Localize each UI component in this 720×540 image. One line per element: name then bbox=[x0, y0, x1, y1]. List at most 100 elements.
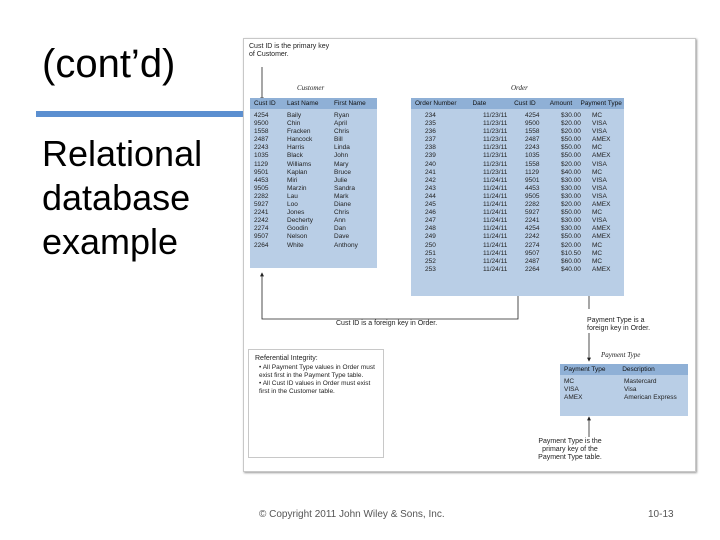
customer-table-cell: 4254 bbox=[254, 112, 269, 119]
customer-table-cell: 1558 bbox=[254, 128, 269, 136]
cust-pk-note: Cust ID is the primary key of Customer. bbox=[249, 43, 330, 58]
order-table-cell: $30.00 bbox=[561, 176, 581, 184]
customer-table-cell: Mark bbox=[334, 192, 349, 200]
referential-integrity-rule: • All Cust ID values in Order must exist… bbox=[259, 380, 371, 395]
order-table-cell: $50.00 bbox=[561, 144, 581, 152]
order-table-cell: 242 bbox=[425, 176, 436, 184]
order-table-cell: 252 bbox=[425, 257, 436, 265]
order-table-cell: 9501 bbox=[525, 176, 540, 184]
order-table-cell: 247 bbox=[425, 217, 436, 225]
order-table-cell: AMEX bbox=[592, 201, 611, 209]
customer-table-cell: Bruce bbox=[334, 168, 351, 176]
order-table-cell: 1558 bbox=[525, 160, 540, 168]
customer-table-cell: 9505 bbox=[254, 184, 269, 192]
order-table-cell: AMEX bbox=[592, 136, 611, 144]
order-col-cust-id: Cust ID bbox=[514, 100, 536, 107]
payment-table-cell: VISA bbox=[564, 386, 579, 394]
customer-table-cell: Nelson bbox=[287, 233, 308, 241]
payment-table-cell: Visa bbox=[624, 386, 637, 394]
cust-fk-arrow bbox=[260, 272, 519, 320]
order-table-cell: 5927 bbox=[525, 209, 540, 217]
order-table-cell: 4453 bbox=[525, 184, 540, 192]
order-table-cell: 1035 bbox=[525, 152, 540, 160]
customer-table-cell: Mary bbox=[334, 160, 349, 168]
customer-table-cell: Decherty bbox=[287, 217, 314, 225]
order-table-cell: 238 bbox=[425, 144, 436, 152]
order-table-cell: $40.00 bbox=[561, 168, 581, 176]
order-col-payment-type: Payment Type bbox=[580, 100, 622, 107]
referential-integrity-list: • All Payment Type values in Order must … bbox=[259, 364, 379, 396]
customer-table-cell: 1035 bbox=[254, 152, 269, 160]
order-table-cell: 11/24/11 bbox=[483, 184, 508, 192]
page-number: 10-13 bbox=[648, 509, 674, 520]
order-table-cell: 11/23/11 bbox=[483, 152, 508, 160]
order-table-cell: VISA bbox=[592, 160, 607, 168]
customer-table-cell: Linda bbox=[334, 144, 350, 152]
order-col-date: Date bbox=[472, 100, 487, 107]
order-table-cell: 240 bbox=[425, 160, 436, 168]
order-table: Order Number Date Cust ID Amount Payment… bbox=[411, 98, 624, 296]
order-table-cell: AMEX bbox=[592, 152, 611, 160]
order-table-cell: $30.00 bbox=[561, 112, 581, 119]
customer-table-cell: 2264 bbox=[254, 241, 269, 249]
order-table-cell: 235 bbox=[425, 120, 436, 128]
order-table-cell: MC bbox=[592, 257, 603, 265]
customer-table-cell: Williams bbox=[287, 160, 312, 168]
customer-table-cell: 9500 bbox=[254, 120, 269, 128]
order-table-caption: Order bbox=[511, 84, 528, 92]
order-table-cell: 2487 bbox=[525, 257, 540, 265]
customer-table-cell: April bbox=[334, 120, 348, 128]
customer-table-cell: 5927 bbox=[254, 201, 269, 209]
order-table-cell: 11/23/11 bbox=[483, 128, 508, 136]
pay-pk-note: Payment Type is the primary key of the P… bbox=[538, 438, 602, 461]
customer-table-cell: Dan bbox=[334, 225, 346, 233]
order-table-cell: 1558 bbox=[525, 128, 540, 136]
order-table-cell: 11/24/11 bbox=[483, 217, 508, 225]
customer-table-cell: Loo bbox=[287, 201, 298, 209]
payment-table-cell: American Express bbox=[624, 394, 677, 402]
slide-title: (cont’d) bbox=[42, 42, 176, 86]
order-table-cell: VISA bbox=[592, 192, 607, 200]
order-table-cell: 11/24/11 bbox=[483, 265, 508, 273]
order-table-cell: 4254 bbox=[525, 225, 540, 233]
customer-table-cell: Chris bbox=[334, 209, 350, 217]
order-table-cell: 11/23/11 bbox=[483, 120, 508, 128]
order-table-cell: 241 bbox=[425, 168, 436, 176]
customer-table-cell: Miri bbox=[287, 176, 298, 184]
order-table-cell: AMEX bbox=[592, 265, 611, 273]
referential-integrity-box: Referential Integrity: • All Payment Typ… bbox=[248, 349, 384, 458]
payment-table-header: Payment Type Description bbox=[560, 364, 688, 375]
order-table-cell: $50.00 bbox=[561, 209, 581, 217]
customer-table-cell: Lau bbox=[287, 192, 298, 200]
order-table-cell: $20.00 bbox=[561, 241, 581, 249]
order-table-cell: 11/23/11 bbox=[483, 168, 508, 176]
relationship-arrows bbox=[260, 67, 591, 437]
order-table-cell: 11/24/11 bbox=[483, 192, 508, 200]
order-table-cell: MC bbox=[592, 144, 603, 152]
order-table-cell: 239 bbox=[425, 152, 436, 160]
customer-table-cell: Hancock bbox=[287, 136, 313, 144]
